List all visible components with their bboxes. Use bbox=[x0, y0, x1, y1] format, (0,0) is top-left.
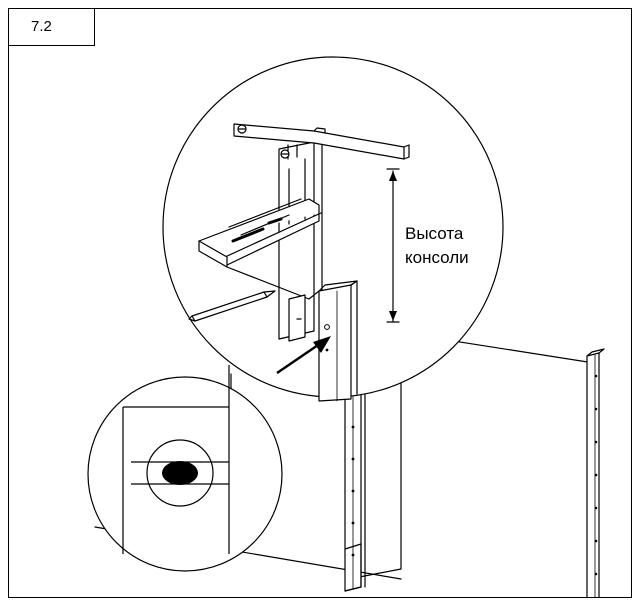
height-dimension bbox=[386, 168, 400, 323]
console-bracket bbox=[198, 198, 322, 300]
hole-marker-icon bbox=[162, 461, 198, 485]
height-callout: Высота консоли bbox=[405, 222, 497, 270]
upright-holes bbox=[351, 374, 598, 576]
diagram-frame: 7.2 Высота консоли bbox=[8, 8, 632, 598]
spirit-level-icon bbox=[233, 123, 410, 160]
detail-circle-large bbox=[162, 56, 504, 402]
pencil-icon bbox=[188, 290, 276, 322]
detail-circle-small bbox=[87, 365, 283, 572]
upright-base bbox=[344, 543, 362, 592]
callout-line-2: консоли bbox=[405, 248, 469, 267]
step-number: 7.2 bbox=[31, 18, 52, 35]
upright-right bbox=[586, 348, 605, 597]
installation-diagram bbox=[87, 56, 605, 597]
upright-left bbox=[344, 386, 366, 592]
callout-line-1: Высота bbox=[405, 224, 464, 243]
step-number-box: 7.2 bbox=[9, 9, 95, 46]
pointer-arrow-icon bbox=[276, 336, 331, 374]
